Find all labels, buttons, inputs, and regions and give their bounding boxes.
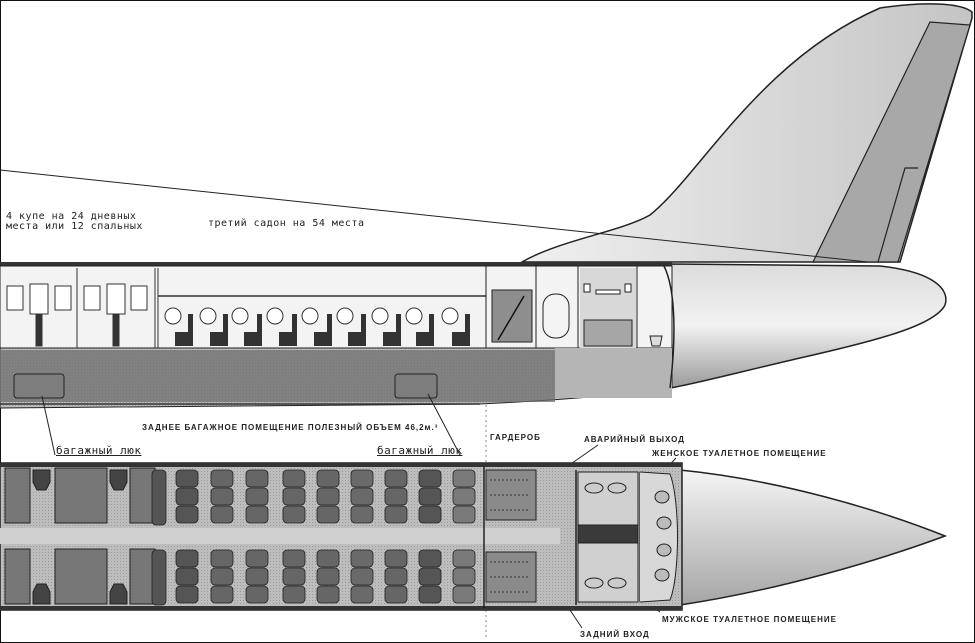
side-compartments — [6, 268, 486, 348]
seat-column — [418, 469, 442, 604]
plan-seats — [151, 469, 476, 606]
seat-column — [350, 469, 374, 604]
side-rear-service — [485, 265, 675, 389]
porthole-row — [164, 307, 459, 325]
side-fuselage — [0, 262, 947, 409]
seat-column — [452, 469, 476, 604]
vertical-stabilizer — [0, 3, 973, 263]
baggage-hatch-left-label: багажный люк — [56, 444, 142, 457]
seat-profiles — [175, 314, 470, 346]
seat-column — [316, 469, 340, 604]
rear-entrance-label: ЗАДНИЙ ВХОД — [580, 630, 650, 639]
compartments-label: 4 купе на 24 дневных места или 12 спальн… — [6, 212, 143, 232]
seat-column — [175, 469, 199, 604]
side-cabin-seats — [164, 307, 470, 346]
compartments-label-line1: 4 купе на 24 дневных — [6, 211, 137, 222]
rear-baggage-label: ЗАДНЕЕ БАГАЖНОЕ ПОМЕЩЕНИЕ ПОЛЕЗНЫЙ ОБЪЕМ… — [142, 423, 439, 432]
third-cabin-label: третий садон на 54 места — [208, 218, 365, 229]
female-toilet-label: ЖЕНСКОЕ ТУАЛЕТНОЕ ПОМЕЩЕНИЕ — [652, 449, 827, 458]
plan-rear-service — [483, 466, 678, 608]
seat-column — [151, 469, 167, 606]
seat-column — [282, 469, 306, 604]
seat-column — [245, 469, 269, 604]
compartments-label-line2: места или 12 спальных — [6, 221, 143, 232]
emergency-exit-label: АВАРИЙНЫЙ ВЫХОД — [584, 435, 685, 444]
wardrobe-label: ГАРДЕРОБ — [490, 433, 541, 442]
plan-compartments — [4, 467, 156, 605]
baggage-hatch-right-label: багажный люк — [377, 444, 463, 457]
seat-column — [210, 469, 234, 604]
male-toilet-label: МУЖСКОЕ ТУАЛЕТНОЕ ПОМЕЩЕНИЕ — [662, 615, 837, 624]
seat-column — [384, 469, 408, 604]
